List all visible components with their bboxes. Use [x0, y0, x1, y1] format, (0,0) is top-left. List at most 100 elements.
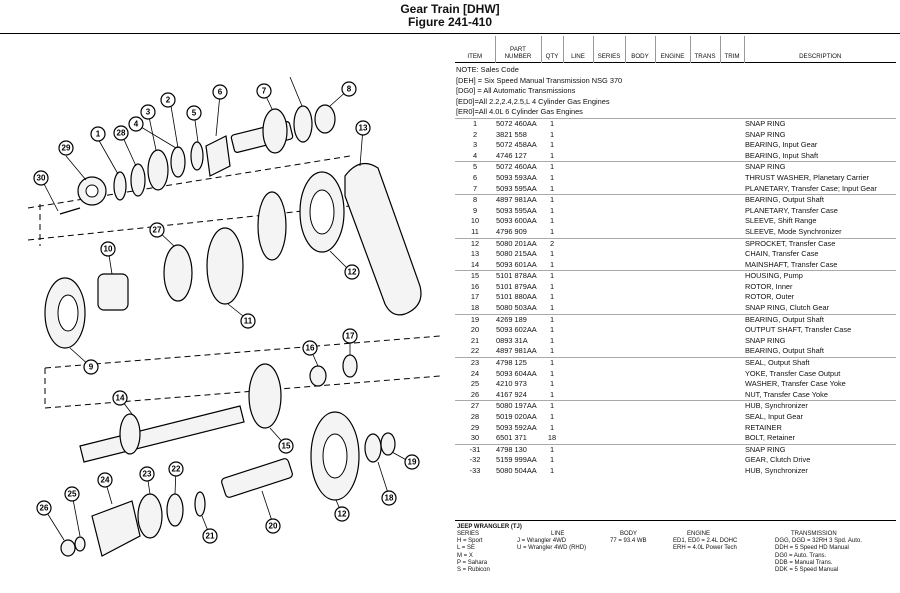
description-cell: SNAP RING: [744, 117, 896, 130]
bearing-19-part: [380, 432, 396, 456]
callout-13: 13: [355, 120, 371, 136]
line-cell: [563, 357, 593, 369]
trim-cell: [720, 237, 744, 250]
description-cell: THRUST WASHER, Planetary Carrier: [745, 172, 870, 182]
engine-cell: [655, 184, 690, 195]
series-cell: [593, 455, 625, 466]
trans-cell: [690, 227, 720, 238]
body-cell: [625, 313, 655, 326]
col-part-number: PART NUMBER: [494, 36, 541, 63]
series-item: L = SE: [457, 545, 475, 552]
trans-cell: [690, 412, 720, 423]
trim-cell: [720, 282, 744, 293]
description-cell: WASHER, Transfer Case Yoke: [745, 379, 846, 389]
body-cell: [625, 270, 655, 282]
series-item: S = Rubicon: [457, 567, 490, 574]
col-engine: ENGINE: [654, 36, 690, 63]
trans-item: DDK = 5 Speed Manual: [775, 567, 839, 574]
trim-cell: [720, 346, 744, 357]
line-cell: [563, 130, 593, 141]
engine-cell: [655, 117, 690, 130]
description-cell: SPROCKET, Transfer Case: [744, 237, 896, 250]
svg-text:28: 28: [117, 129, 126, 138]
trans-cell: [690, 390, 720, 401]
callout-16: 16: [302, 340, 318, 356]
qty-cell: 1: [549, 335, 555, 345]
part-number-cell: 5101 878AA: [495, 270, 541, 282]
line-cell: [563, 184, 593, 195]
line-cell: [563, 282, 593, 293]
series-cell: [593, 292, 625, 303]
callout-11: 11: [240, 313, 256, 329]
body-cell: [625, 161, 655, 173]
description-cell: SNAP RING: [745, 129, 786, 139]
trans-cell: [690, 130, 720, 141]
qty-cell: 1: [549, 455, 555, 465]
table-header-row: ITEM PART NUMBER QTY LINE SERIES BODY EN…: [455, 36, 896, 63]
item-cell: 14: [470, 259, 480, 269]
svg-text:6: 6: [218, 88, 223, 97]
series-cell: [593, 184, 625, 195]
part-number-cell: 5101 880AA: [496, 292, 537, 302]
callout-1: 1: [90, 126, 106, 142]
series-cell: [593, 303, 625, 314]
qty-cell: 1: [549, 281, 555, 291]
series-cell: [593, 216, 625, 227]
ring-6-part: [293, 105, 313, 143]
part-number-cell: 4798 130: [495, 443, 541, 456]
series-cell: [593, 466, 625, 477]
trans-cell: [690, 325, 720, 336]
body-cell: [625, 130, 655, 141]
note-line: [ER0]=All 4.0L 6 Cylinder Gas Engines: [456, 107, 583, 117]
item-cell: 6: [472, 172, 478, 182]
engine-cell: [655, 249, 690, 260]
body-cell: [625, 336, 655, 347]
svg-text:15: 15: [282, 442, 291, 451]
callout-26: 26: [36, 500, 52, 516]
item-cell: 5: [455, 161, 495, 173]
trim-cell: [720, 260, 744, 271]
description-cell: HUB, Synchronizer: [744, 400, 896, 412]
part-number-cell: 4897 981AA: [495, 194, 541, 206]
qty-cell: 1: [549, 412, 555, 421]
trim-cell: [720, 455, 744, 466]
body-cell: [625, 466, 655, 477]
engine-cell: [655, 313, 690, 326]
series-cell: [593, 325, 625, 336]
engine-cell: [655, 270, 690, 282]
trans-cell: [690, 357, 720, 369]
description-cell: BOLT, Retainer: [745, 433, 795, 443]
transmission-block: TRANSMISSION DGG, DGD = 32RH 3 Spd. Auto…: [775, 531, 895, 574]
qty-cell: 1: [549, 379, 555, 389]
description-cell: NUT, Transfer Case Yoke: [745, 389, 828, 399]
engine-cell: [655, 336, 690, 347]
planetary-gear-teeth-part: [262, 108, 288, 154]
trim-cell: [720, 433, 744, 444]
line-cell: [563, 173, 593, 184]
body-cell: [625, 390, 655, 401]
item-cell: 10: [470, 216, 480, 226]
trim-cell: [720, 292, 744, 303]
snap-ring-part: [113, 171, 127, 201]
footer-rule: [455, 520, 896, 521]
callout-24: 24: [97, 472, 113, 488]
item-cell: 29: [470, 422, 480, 432]
callout-19: 19: [404, 454, 420, 470]
body-label: BODY: [620, 531, 638, 537]
parts-table-container: ITEM PART NUMBER QTY LINE SERIES BODY EN…: [455, 36, 896, 477]
body-cell: [625, 151, 655, 162]
qty-cell: 1: [549, 259, 555, 269]
bearing-input-gear-part: [147, 149, 169, 191]
svg-text:19: 19: [408, 458, 417, 467]
engine-cell: [655, 423, 690, 434]
svg-text:4: 4: [134, 120, 139, 129]
engine-cell: [655, 455, 690, 466]
part-number-cell: 4897 981AA: [496, 346, 537, 356]
callout-17: 17: [342, 328, 358, 344]
